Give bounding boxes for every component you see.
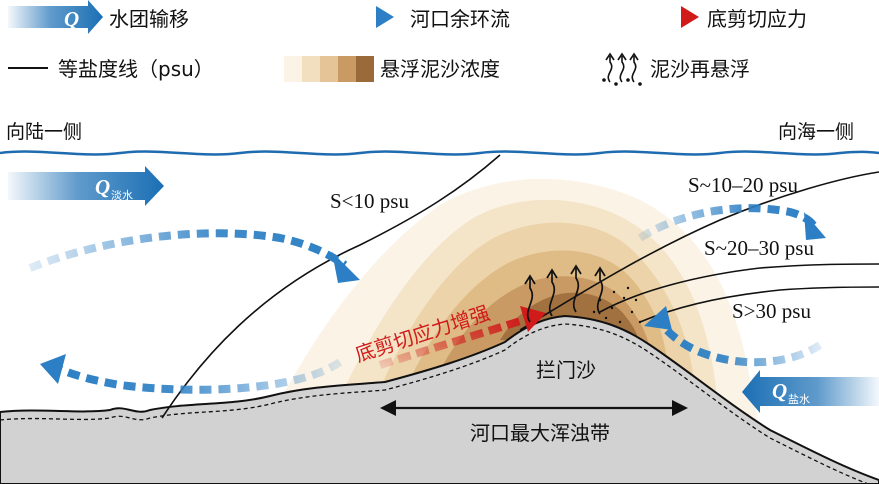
legend-water-transport: Q 水团输移 xyxy=(8,0,189,34)
seabed-dashed-layer xyxy=(0,323,871,484)
legend-label: 底剪切应力 xyxy=(707,7,807,31)
residual-circulation-upper-left xyxy=(28,229,360,283)
freshwater-flow-arrow: Q 淡水 xyxy=(8,166,164,206)
bottom-shear-arrow xyxy=(378,306,546,369)
isohaline-30 xyxy=(599,263,879,313)
q-subscript: 淡水 xyxy=(111,189,133,202)
legend: Q 水团输移 河口余环流 底剪切应力 等盐度线（psu） xyxy=(8,0,807,86)
isohaline-over30 xyxy=(639,286,879,323)
resuspension-arrows xyxy=(524,264,606,323)
isohaline-10 xyxy=(161,154,501,419)
legend-label: 河口余环流 xyxy=(410,7,510,31)
legend-label: 悬浮泥沙浓度 xyxy=(380,57,500,81)
residual-circulation-lower-left xyxy=(40,354,343,394)
legend-ssc: 悬浮泥沙浓度 xyxy=(284,56,500,82)
resuspension-icon xyxy=(602,52,642,86)
red-dashed-arrow-icon xyxy=(612,6,699,28)
saltwater-flow-arrow: Q 盐水 xyxy=(742,370,879,413)
q-symbol: Q xyxy=(95,175,110,199)
legend-residual-circulation: 河口余环流 xyxy=(310,6,510,31)
ssc-swatch-icon xyxy=(284,56,374,82)
etm-label: 河口最大浑浊带 xyxy=(470,421,610,445)
q-arrow-icon: Q xyxy=(8,0,103,34)
legend-label: 泥沙再悬浮 xyxy=(650,57,750,81)
residual-circulation-upper-right xyxy=(637,204,826,242)
q-symbol: Q xyxy=(772,379,787,403)
legend-label: 等盐度线（psu） xyxy=(58,57,214,81)
legend-bottom-shear: 底剪切应力 xyxy=(612,6,807,31)
legend-resuspension: 泥沙再悬浮 xyxy=(602,52,750,86)
legend-isohaline: 等盐度线（psu） xyxy=(8,57,214,81)
isohaline-label: S~10–20 psu xyxy=(688,173,798,197)
isohaline-label: S<10 psu xyxy=(330,189,409,213)
etm-extent-arrow xyxy=(380,400,688,416)
isohalines xyxy=(161,154,879,419)
dashed-arrow-icon xyxy=(310,6,394,28)
seabed xyxy=(0,314,879,484)
legend-label: 水团输移 xyxy=(109,7,189,31)
seaward-side-label: 向海一侧 xyxy=(778,121,854,143)
landward-side-label: 向陆一侧 xyxy=(6,121,82,143)
isohaline-label: S~20–30 psu xyxy=(704,236,814,260)
isohaline-label: S>30 psu xyxy=(732,299,811,323)
isohaline-20 xyxy=(519,171,879,331)
q-symbol: Q xyxy=(64,7,79,31)
q-subscript: 盐水 xyxy=(788,393,810,406)
water-surface xyxy=(0,150,879,156)
residual-circulation-lower-right xyxy=(644,306,823,367)
sand-bar-label: 拦门沙 xyxy=(536,358,596,382)
